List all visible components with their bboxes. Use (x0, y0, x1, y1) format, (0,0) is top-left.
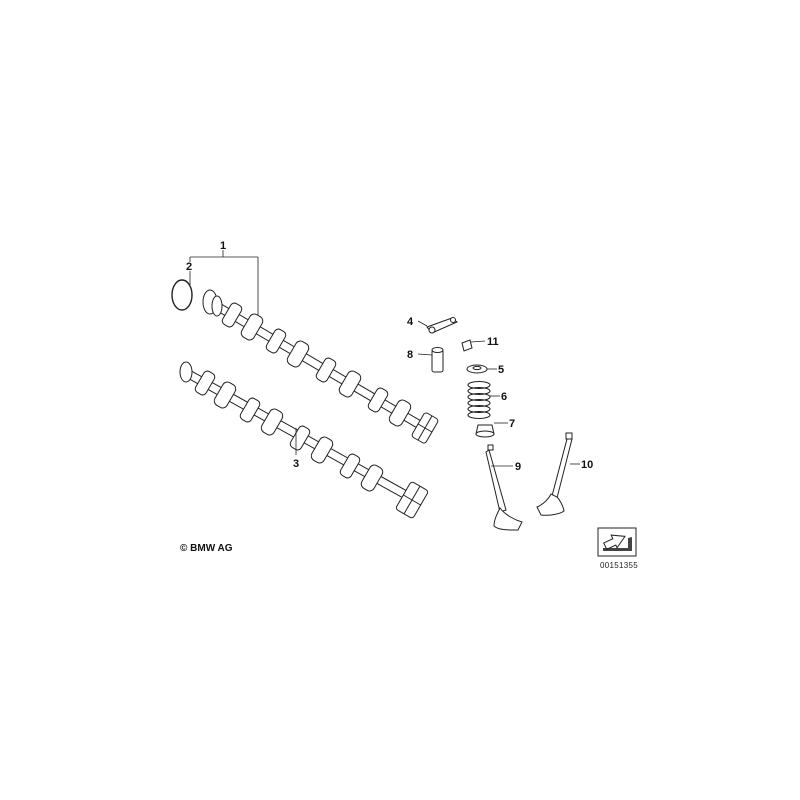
valve-10 (536, 432, 573, 516)
leader-lines (189, 250, 580, 467)
diagram-id: 00151355 (600, 561, 638, 570)
valve-keeper (461, 339, 473, 352)
rocker-arm (426, 317, 458, 334)
seal-ring (171, 279, 193, 311)
callout-9: 9 (515, 461, 521, 473)
callout-1: 1 (220, 240, 226, 252)
callout-11: 11 (487, 336, 499, 348)
spring-retainer (466, 364, 488, 374)
arrow-icon (603, 534, 626, 550)
callout-3: 3 (293, 458, 299, 470)
valve-stem-seal (475, 424, 495, 438)
callout-10: 10 (581, 459, 593, 471)
valve-spring (467, 380, 491, 420)
camshaft-upper (202, 289, 439, 444)
callout-7: 7 (509, 418, 515, 430)
hydraulic-lifter (431, 347, 444, 373)
camshaft-lower (179, 361, 429, 519)
callout-5: 5 (498, 364, 504, 376)
valve-9 (485, 444, 523, 531)
callout-6: 6 (501, 391, 507, 403)
diagram-id-box (597, 527, 637, 557)
callout-4: 4 (407, 316, 414, 328)
callout-2: 2 (186, 261, 192, 273)
copyright-label: © BMW AG (180, 543, 233, 554)
callout-8: 8 (407, 349, 413, 361)
